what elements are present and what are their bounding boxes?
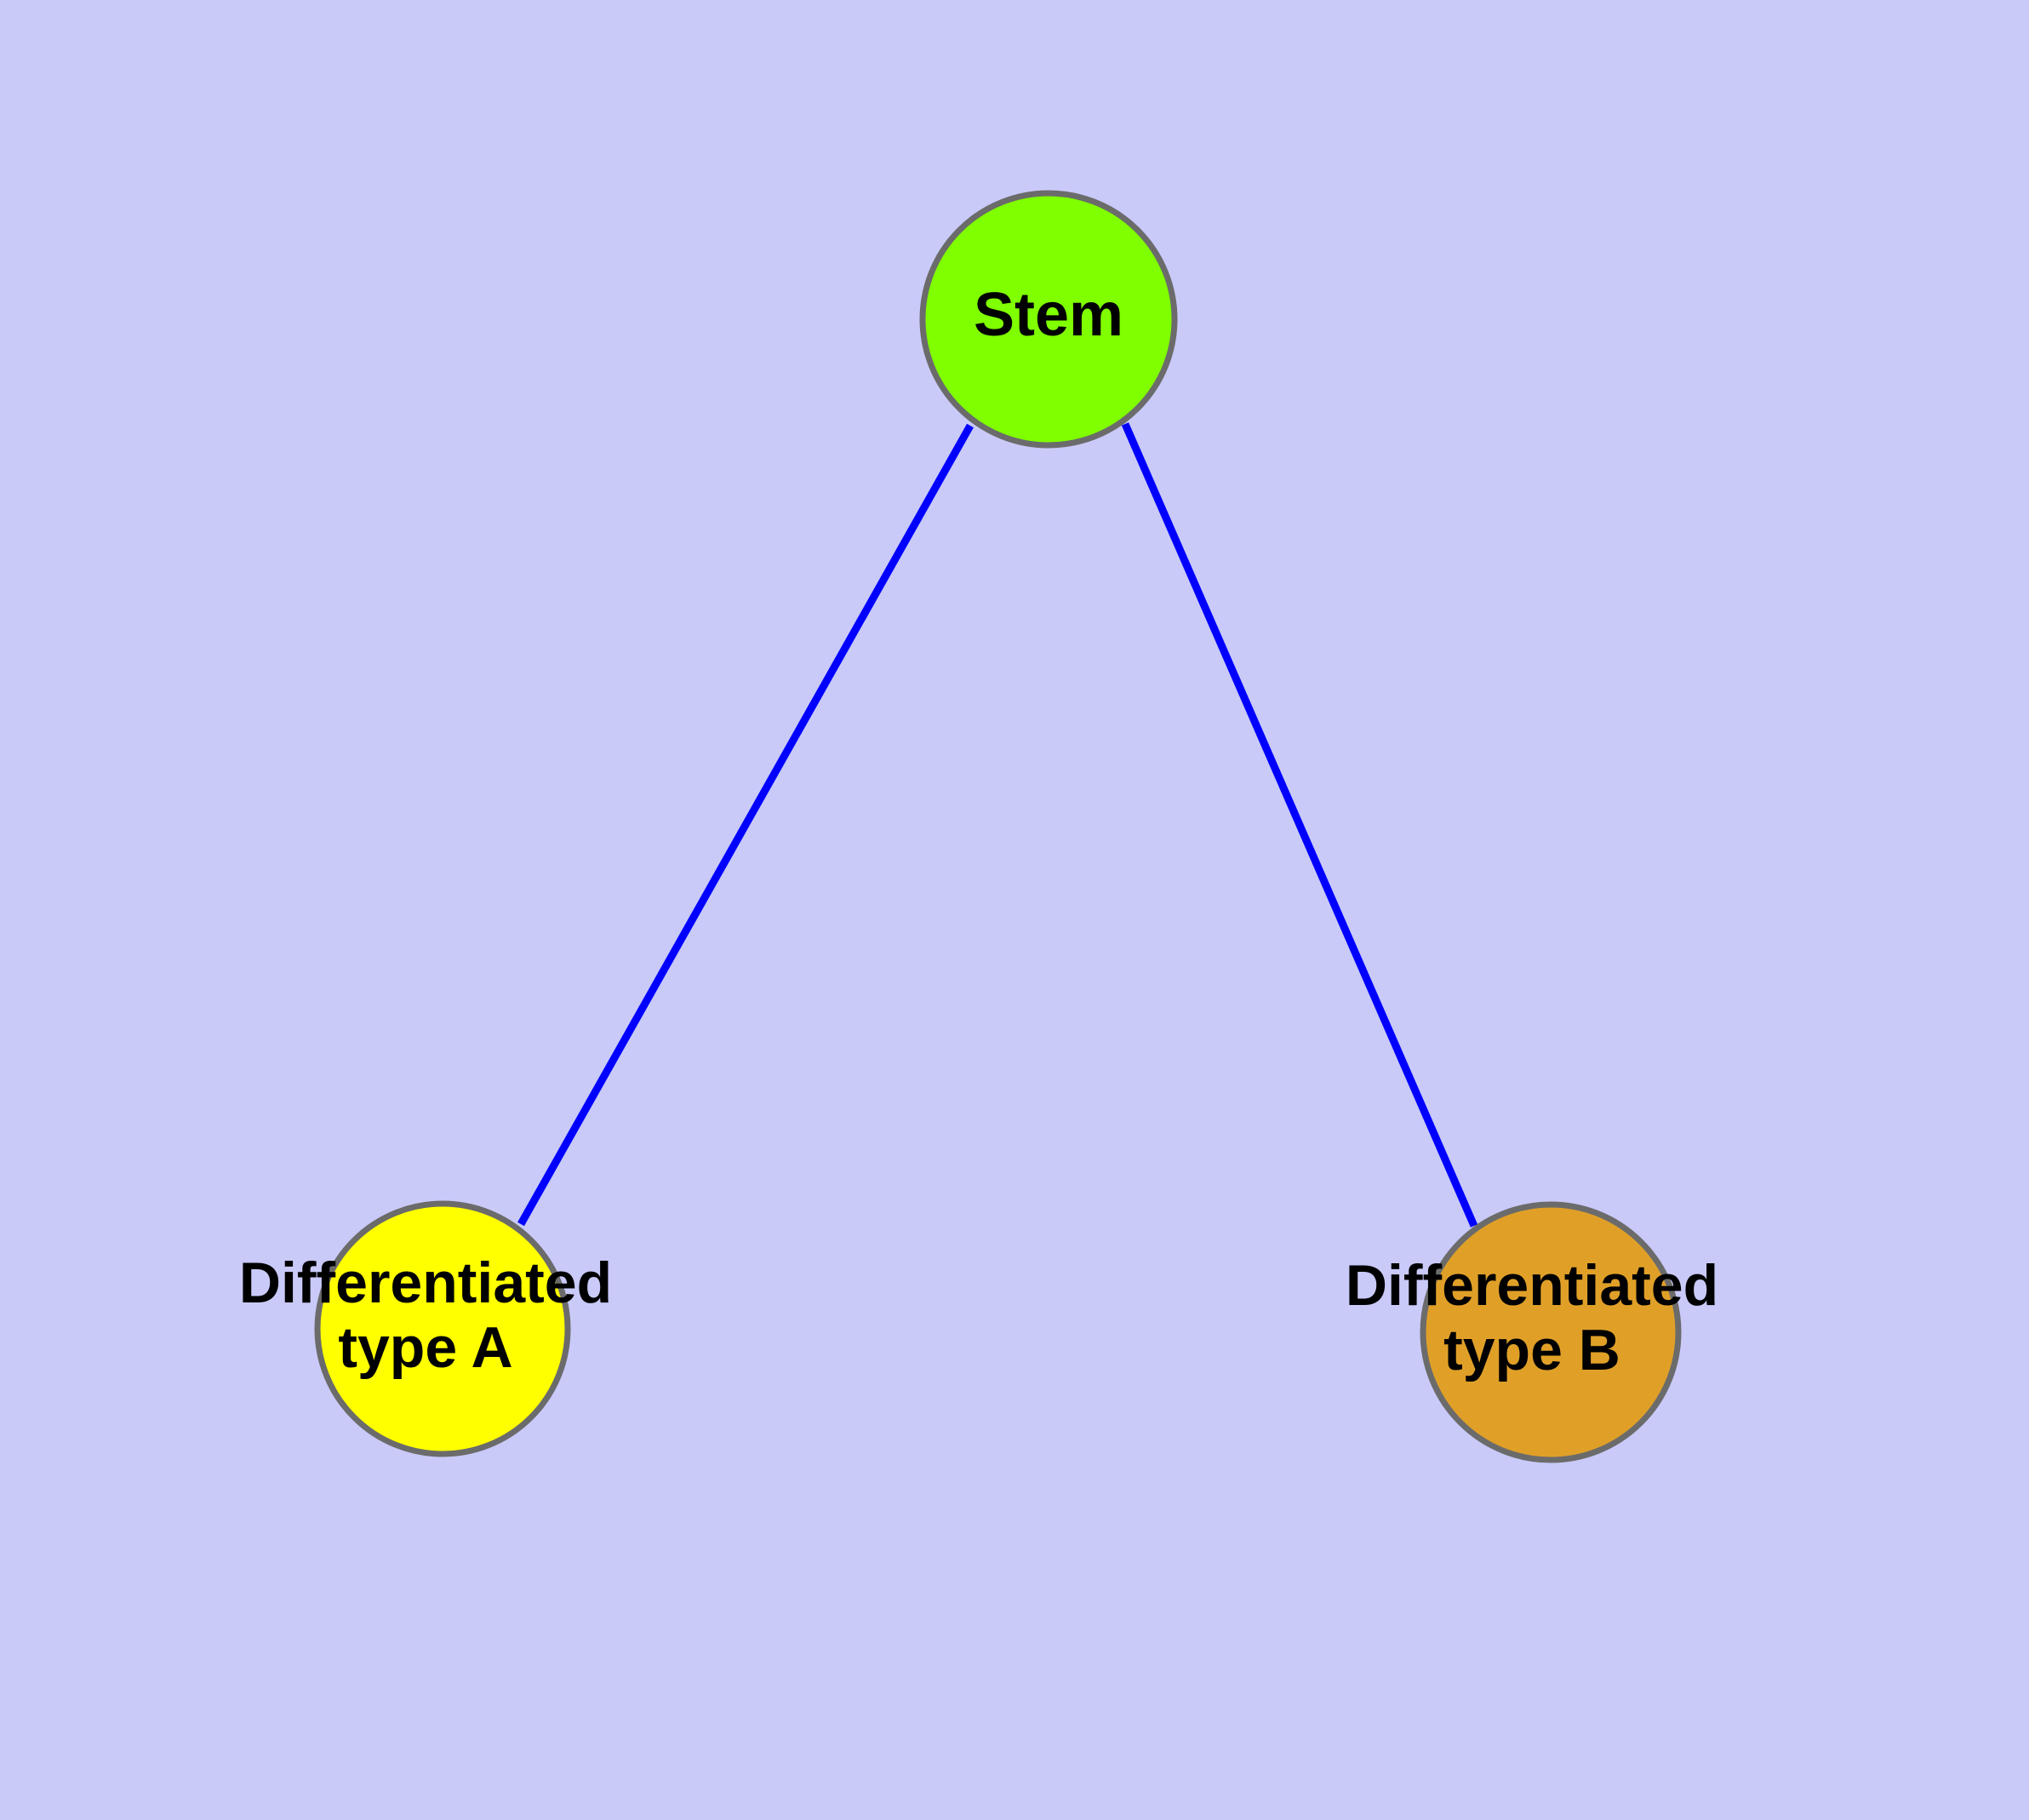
node-label-stem: Stem (974, 281, 1123, 349)
node-label-line: Differentiated (1346, 1253, 1718, 1318)
edge-stem-to-diff_b[interactable] (1121, 422, 1478, 1228)
node-stem[interactable]: Stem (919, 190, 1178, 449)
node-circle-diff_a[interactable] (314, 1200, 571, 1457)
node-label-line: type B (1443, 1318, 1620, 1382)
edge-stem-to-diff_a[interactable] (517, 423, 974, 1227)
node-circle-stem[interactable] (919, 190, 1178, 449)
node-label-line: Differentiated (239, 1251, 612, 1315)
node-label-line: type A (338, 1315, 512, 1380)
edges-group (517, 422, 1478, 1228)
node-label-line: Stem (974, 281, 1123, 349)
node-circle-diff_b[interactable] (1420, 1201, 1682, 1463)
